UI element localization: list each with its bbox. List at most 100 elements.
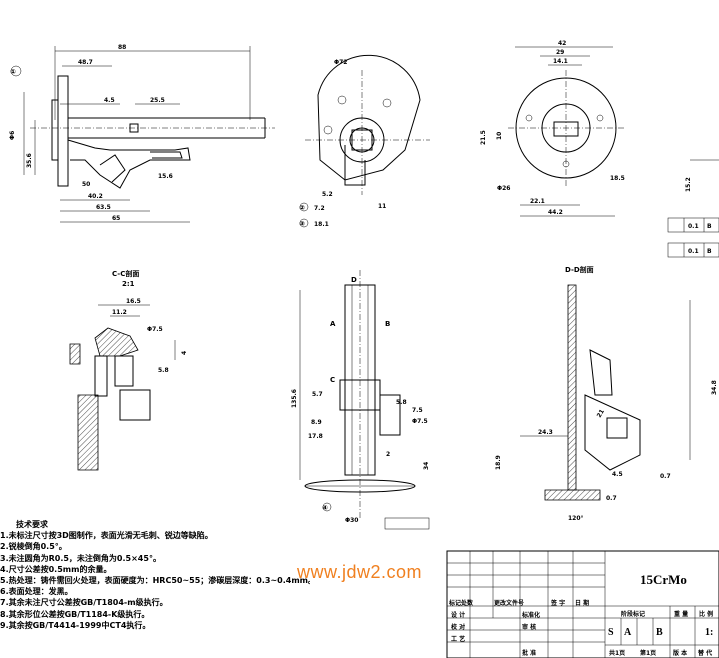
dim-34: 34 [423, 462, 430, 470]
dim-phi7-5-c: Φ7.5 [147, 326, 163, 333]
dim-21: 21 [596, 408, 606, 419]
dim-5-8-c: 5.8 [158, 367, 169, 374]
material-label: 15CrMo [640, 572, 687, 587]
marker-2: ② [299, 204, 305, 212]
tb-replace: 替 代 [698, 650, 713, 657]
tb-version: 版 本 [673, 650, 688, 657]
marker-1: ① [10, 68, 16, 76]
note-line: 7.其余未注尺寸公差按GB/T1804-m级执行。 [0, 598, 168, 608]
dim-40-2: 40.2 [88, 193, 103, 200]
note-line: 6.表面处理：发黑。 [0, 587, 73, 597]
note-line: 1.未标注尺寸按3D图制作，表面光滑无毛刺、锐边等缺陷。 [0, 531, 213, 541]
tb-ratio: 比 例 [699, 611, 714, 618]
dim-4: 4 [181, 351, 188, 355]
dim-29: 29 [556, 49, 564, 56]
technical-notes: 技术要求 1.未标注尺寸按3D图制作，表面光滑无毛刺、锐边等缺陷。 2.锐棱倒角… [0, 519, 310, 631]
dim-2: 2 [386, 451, 390, 458]
dim-24-3: 24.3 [538, 429, 553, 436]
title-block [446, 550, 719, 658]
section-d-title: D-D剖面 [565, 265, 594, 274]
dim-8-9: 8.9 [311, 419, 322, 426]
dim-4-5: 4.5 [104, 97, 115, 104]
dim-120-deg: 120° [568, 515, 584, 522]
section-d-d: D-D剖面 24.3 18.9 4.5 0.7 0.7 120° 21 15.2… [495, 177, 718, 522]
dim-16-5: 16.5 [126, 298, 141, 305]
dim-4-5-d: 4.5 [612, 471, 623, 478]
dim-11-2: 11.2 [112, 309, 127, 316]
tb-change-doc: 更改文件号 [494, 600, 525, 607]
notes-title: 技术要求 [16, 520, 48, 529]
note-line: 8.其余形位公差按GB/T1184-K级执行。 [0, 609, 150, 619]
watermark: www.jdw2.com [297, 562, 423, 582]
dim-phi6: Φ6 [9, 131, 16, 140]
dim-5-7: 5.7 [312, 391, 323, 398]
dim-65: 65 [112, 215, 120, 222]
note-line: 9.其余按GB/T4414-1999中CT4执行。 [0, 620, 151, 630]
tb-check: 校 对 [451, 624, 466, 631]
dim-11: 11 [378, 203, 386, 210]
dim-phi30: Φ30 [345, 517, 358, 524]
marker-3: ③ [299, 220, 305, 228]
section-letter-c: C [330, 376, 335, 384]
tb-craft: 工 艺 [451, 636, 466, 643]
tb-review: 审 核 [522, 624, 537, 631]
section-c-c: C-C剖面 2:1 16.5 11.2 Φ7.5 4 5.8 [69, 269, 188, 471]
dim-21-5: 21.5 [480, 130, 487, 145]
note-line: 2.锐棱倒角0.5°。 [0, 542, 67, 552]
section-c-scale: 2:1 [122, 280, 135, 288]
dim-phi7-5: Φ7.5 [412, 418, 428, 425]
dim-44-2: 44.2 [548, 209, 563, 216]
tb-sheet-total: 共1页 [609, 650, 626, 657]
dim-34-8: 34.8 [711, 380, 718, 395]
dim-18-1: 18.1 [314, 221, 329, 228]
center-vertical-view: D 135.6 5.7 5.8 7.5 Φ7.5 8.9 17.8 2 34 Φ… [291, 270, 430, 530]
dim-7-5: 7.5 [412, 407, 423, 414]
tol-datum-1: B [707, 223, 712, 230]
tb-approve: 批 准 [522, 650, 537, 657]
tb-design: 设 计 [451, 612, 466, 619]
front-view: Φ72 5.2 ② 7.2 11 ③ 18.1 [299, 54, 430, 228]
tb-stage-a: A [624, 627, 632, 638]
dim-22-1: 22.1 [530, 198, 545, 205]
dim-18-5: 18.5 [610, 175, 625, 182]
tol-value-2: 0.1 [688, 248, 699, 255]
tb-stage-b: B [656, 627, 663, 638]
section-c-title: C-C剖面 [112, 269, 139, 278]
end-view: 42 29 14.1 10 21.5 Φ26 18.5 22.1 44.2 0.… [480, 40, 719, 258]
dim-14-1: 14.1 [553, 58, 568, 65]
dim-48-7: 48.7 [78, 59, 93, 66]
dim-35-6: 35.6 [26, 153, 33, 168]
dim-phi72: Φ72 [334, 59, 347, 66]
tb-signature: 签 字 [551, 600, 566, 607]
dim-0-7-b: 0.7 [606, 495, 617, 502]
section-letter-d-top: D [351, 276, 357, 284]
note-line: 3.未注圆角为R0.5，未注倒角为0.5×45°。 [0, 553, 161, 563]
tb-stage-mark: 阶段标记 [621, 611, 646, 618]
tb-stage-s: S [608, 627, 614, 638]
dim-135-6: 135.6 [291, 389, 298, 408]
tol-value-1: 0.1 [688, 223, 699, 230]
tb-weight: 重 量 [674, 611, 689, 618]
dim-10: 10 [496, 132, 503, 140]
section-letter-b: B [385, 320, 390, 328]
dim-15-6: 15.6 [158, 173, 173, 180]
tol-datum-2: B [707, 248, 712, 255]
dim-0-7: 0.7 [660, 473, 671, 480]
dim-25-5: 25.5 [150, 97, 165, 104]
section-letter-a: A [330, 320, 336, 328]
dim-15-2: 15.2 [685, 177, 692, 192]
note-line: 4.尺寸公差按0.5mm的余量。 [0, 564, 112, 574]
dim-17-8: 17.8 [308, 433, 323, 440]
tb-scale: 1: [705, 627, 714, 638]
dim-top-overall: 88 [118, 44, 126, 51]
dim-phi26: Φ26 [497, 185, 510, 192]
dim-d42: 42 [558, 40, 566, 47]
dim-7-2: 7.2 [314, 205, 325, 212]
tb-sheet-no: 第1页 [640, 650, 657, 657]
dim-63-5: 63.5 [96, 204, 111, 211]
side-view: 88 48.7 4.5 25.5 Φ6 35.6 50 15.6 40.2 63… [9, 44, 275, 223]
dim-5-2: 5.2 [322, 191, 333, 198]
marker-4: ④ [322, 504, 328, 512]
tb-date: 日 期 [575, 600, 590, 607]
tb-mark-count: 标记处数 [449, 600, 474, 607]
